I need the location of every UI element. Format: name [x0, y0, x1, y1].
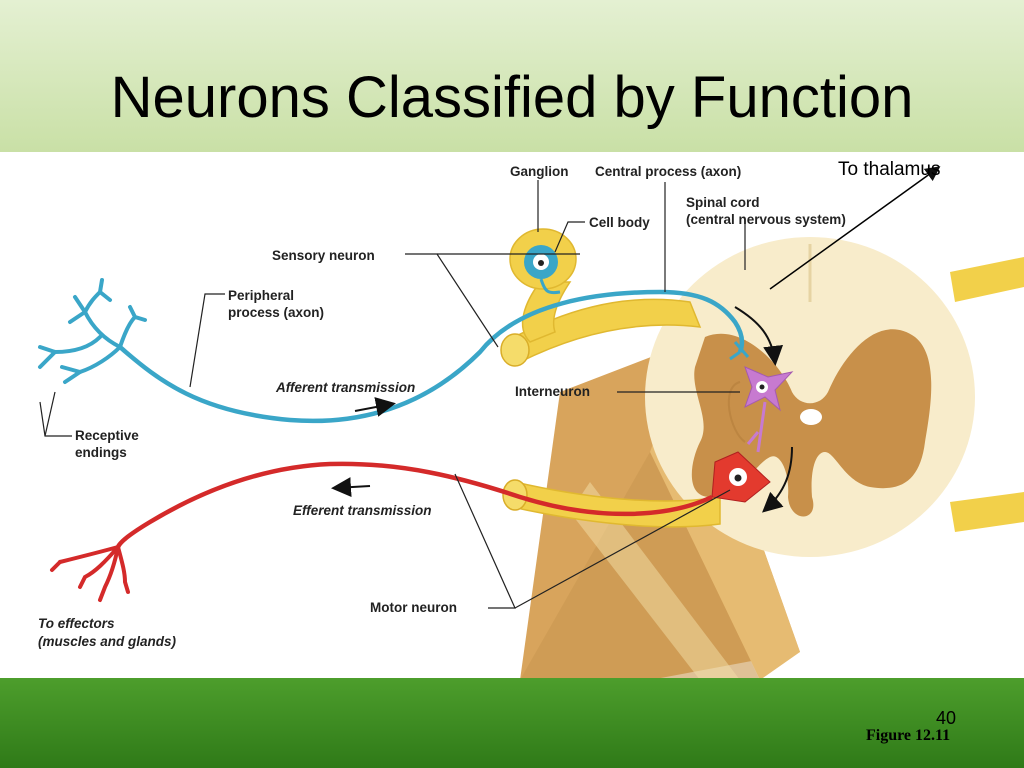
receptive-label-2: endings: [75, 445, 127, 460]
to-thalamus-label: To thalamus: [838, 159, 940, 180]
central-process-label: Central process (axon): [595, 164, 741, 179]
efferent-label: Efferent transmission: [293, 503, 432, 518]
spinal-cord: [520, 237, 975, 680]
slide-number: 40: [936, 708, 957, 728]
thalamus-arrow: [769, 166, 941, 290]
peripheral-label-2: process (axon): [228, 305, 324, 320]
efferent-cord-arrow: [762, 446, 793, 513]
neuron-figure: To thalamus Ganglion Central process (ax…: [0, 152, 1024, 680]
ganglion-label: Ganglion: [510, 164, 569, 179]
motor-neuron-label: Motor neuron: [370, 600, 457, 615]
receptive-label-1: Receptive: [75, 428, 139, 443]
afferent-label: Afferent transmission: [275, 380, 415, 395]
cell-body-label: Cell body: [589, 215, 650, 230]
motor-neuron: [50, 451, 771, 602]
spinal-cord-label-2: (central nervous system): [686, 212, 846, 227]
figure-label: Figure 12.11: [866, 727, 951, 744]
peripheral-label-1: Peripheral: [228, 288, 294, 303]
interneuron: [744, 366, 794, 453]
slide-header: [0, 0, 1024, 152]
neuron-diagram: To thalamus Ganglion Central process (ax…: [38, 159, 1024, 680]
afferent-cord-arrow: [734, 306, 784, 366]
sensory-axon: [118, 289, 745, 424]
slide-title: Neurons Classified by Function: [110, 65, 914, 130]
effectors-label-2: (muscles and glands): [38, 634, 177, 649]
spinal-cord-label-1: Spinal cord: [686, 195, 760, 210]
afferent-arrow: [354, 397, 396, 417]
slide-footer: [0, 678, 1024, 768]
efferent-arrow: [331, 477, 371, 498]
receptive-endings: [38, 278, 147, 384]
sensory-neuron-label: Sensory neuron: [272, 248, 375, 263]
interneuron-label: Interneuron: [515, 384, 590, 399]
leader-lines: [39, 180, 746, 609]
motor-axon: [115, 461, 713, 549]
effectors-label-1: To effectors: [38, 616, 115, 631]
effector-endings: [50, 545, 130, 602]
